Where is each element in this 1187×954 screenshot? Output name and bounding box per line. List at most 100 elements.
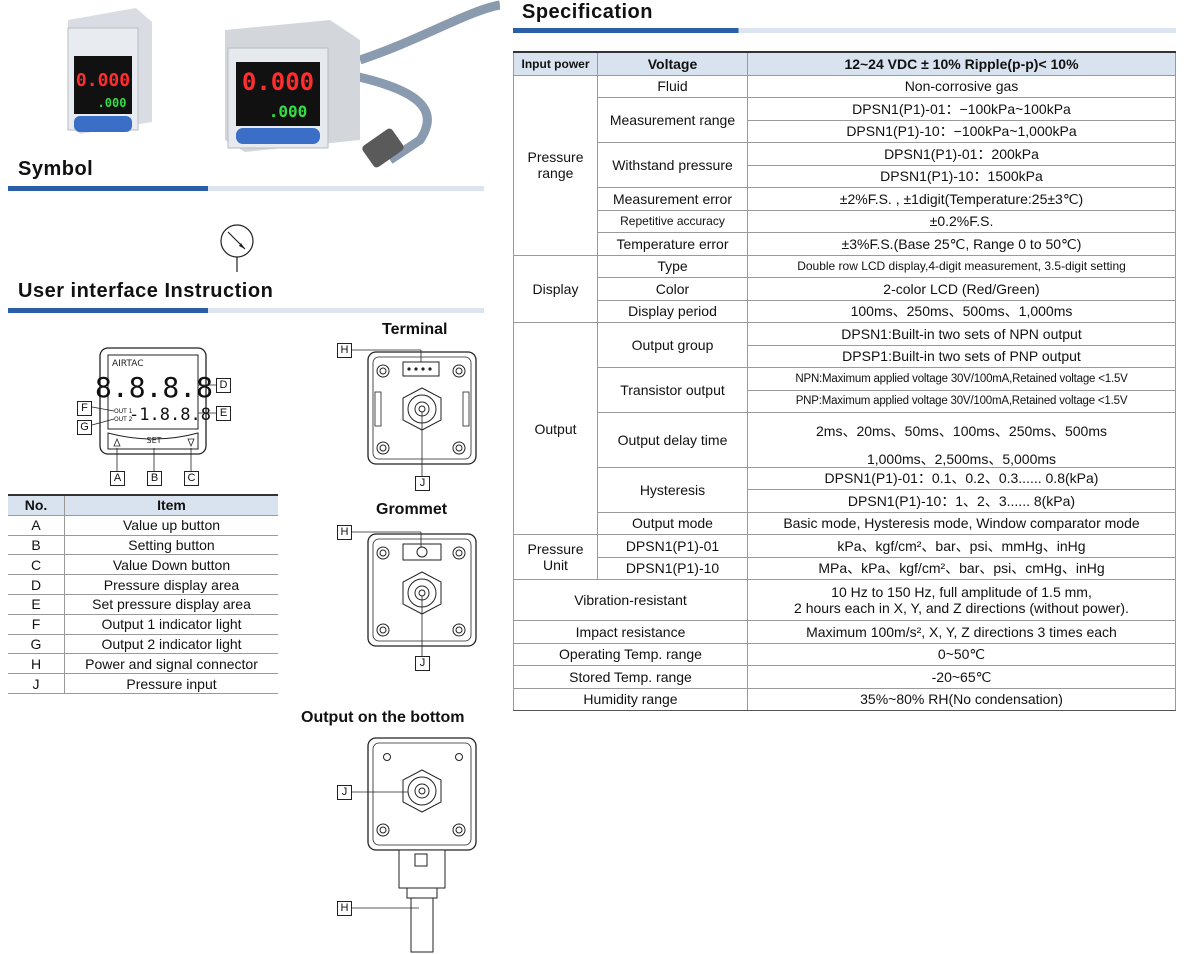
- spec-cell: Repetitive accuracy: [597, 209, 748, 233]
- spec-cell: Color: [597, 277, 748, 301]
- out1-label: OUT 1: [114, 408, 133, 415]
- spec-cell-pressure-range: Pressure range: [513, 74, 598, 256]
- spec-cell: Humidity range: [513, 687, 748, 711]
- spec-cell: DPSP1:Built-in two sets of PNP output: [747, 344, 1176, 368]
- row-no: G: [8, 634, 65, 655]
- bottom-callout-j: J: [337, 785, 352, 800]
- set-label: SET: [146, 436, 161, 445]
- grommet-label: Grommet: [376, 501, 448, 518]
- spec-cell: DPSN1(P1)-01：0.1、0.2、0.3...... 0.8(kPa): [747, 466, 1176, 490]
- red-readout-left: 0.000: [76, 70, 130, 91]
- row-no: H: [8, 653, 65, 675]
- vibration-line-1: 10 Hz to 150 Hz, full amplitude of 1.5 m…: [831, 584, 1092, 600]
- spec-cell: ±2%F.S. , ±1digit(Temperature:25±3℃): [747, 187, 1176, 211]
- spec-cell: Withstand pressure: [597, 142, 748, 188]
- product-photo: 0.000 .000 0.000 .000: [67, 0, 500, 168]
- spec-cell: 100ms、250ms、500ms、1,000ms: [747, 299, 1176, 323]
- row-no: B: [8, 535, 65, 556]
- spec-row: Display Type Double row LCD display,4-di…: [513, 254, 1176, 323]
- spec-cell: Type: [597, 254, 748, 278]
- spec-cell-output: Output: [513, 322, 598, 535]
- pressure-gauge-icon: [220, 224, 254, 272]
- spec-cell: Output group: [597, 322, 748, 368]
- spec-cell: 0~50℃: [747, 642, 1176, 666]
- brand-logo: AIRTAC: [112, 359, 144, 369]
- spec-cell: ±0.2%F.S.: [747, 209, 1176, 233]
- spec-cell: DPSN1(P1)-10：1、2、3...... 8(kPa): [747, 489, 1176, 513]
- spec-cell: Impact resistance: [513, 620, 748, 644]
- spec-row: Measurement error ±2%F.S. , ±1digit(Temp…: [514, 187, 1176, 211]
- spec-row: Impact resistance Maximum 100m/s², X, Y,…: [513, 620, 1176, 644]
- sensor-cable: [358, 0, 500, 65]
- spec-row: Repetitive accuracy ±0.2%F.S.: [514, 209, 1176, 233]
- spec-row-input-power: Input power Voltage 12~24 VDC ± 10% Ripp…: [513, 51, 1176, 76]
- row-item: Pressure display area: [64, 574, 278, 595]
- spec-cell: Non-corrosive gas: [747, 74, 1176, 98]
- terminal-callout-h: H: [337, 343, 352, 358]
- front-panel-diagram: AIRTAC 8.8.8.8 -1.8.8.8 OUT 1 OUT 2 SET: [91, 347, 216, 471]
- spec-row: Display period 100ms、250ms、500ms、1,000ms: [514, 299, 1176, 323]
- spec-row: Output mode Basic mode, Hysteresis mode,…: [514, 511, 1176, 535]
- spec-row: Humidity range 35%~80% RH(No condensatio…: [513, 687, 1176, 711]
- spec-row: Withstand pressure DPSN1(P1)-01：200kPa: [514, 142, 1176, 188]
- spec-row: Operating Temp. range 0~50℃: [513, 642, 1176, 666]
- red-readout-right: 0.000: [242, 68, 314, 96]
- spec-cell: Double row LCD display,4-digit measureme…: [747, 254, 1176, 278]
- spec-row: DPSN1(P1)-10：−100kPa~1,000kPa: [514, 119, 1176, 143]
- terminal-label: Terminal: [382, 321, 448, 338]
- spec-cell: NPN:Maximum applied voltage 30V/100mA,Re…: [747, 367, 1176, 391]
- spec-cell-voltage-val: 12~24 VDC ± 10% Ripple(p-p)< 10%: [747, 51, 1176, 76]
- callout-a: A: [110, 471, 125, 486]
- output-bottom-diagram: [352, 737, 477, 953]
- spec-cell: Operating Temp. range: [513, 642, 748, 666]
- spec-row: Measurement range DPSN1(P1)-01：−100kPa~1…: [514, 97, 1176, 143]
- spec-row: Transistor output NPN:Maximum applied vo…: [514, 367, 1176, 413]
- main-display-digits: 8.8.8.8: [95, 371, 213, 404]
- spec-cell: Measurement error: [597, 187, 748, 211]
- spec-cell: DPSN1(P1)-01: [597, 534, 748, 558]
- spec-cell: PNP:Maximum applied voltage 30V/100mA,Re…: [747, 389, 1176, 413]
- output-bottom-label: Output on the bottom: [301, 709, 465, 726]
- spec-cell: Fluid: [597, 74, 748, 98]
- terminal-diagram: [352, 349, 477, 477]
- spec-cell: DPSN1(P1)-10：1500kPa: [747, 164, 1176, 188]
- spec-cell: 2ms、20ms、50ms、100ms、250ms、500ms: [747, 412, 1176, 451]
- sensor-device-left: 0.000 .000: [67, 8, 152, 134]
- spec-cell: 1,000ms、2,500ms、5,000ms: [747, 450, 1176, 468]
- items-table-header: No. Item: [8, 493, 278, 516]
- spec-row: Output Output group DPSN1:Built-in two s…: [513, 322, 1176, 535]
- row-item: Setting button: [64, 535, 278, 556]
- spec-table: Input power Voltage 12~24 VDC ± 10% Ripp…: [513, 51, 1176, 711]
- callout-f: F: [77, 401, 92, 416]
- sensor-cable-lower: [349, 70, 432, 164]
- items-header-item: Item: [64, 493, 278, 516]
- spec-row: Output delay time 2ms、20ms、50ms、100ms、25…: [514, 412, 1176, 468]
- spec-cell-pressure-unit: Pressure Unit: [513, 534, 598, 580]
- out2-label: OUT 2: [114, 416, 133, 423]
- row-item: Output 1 indicator light: [64, 614, 278, 635]
- spec-cell: Temperature error: [597, 232, 748, 256]
- vibration-line-2: 2 hours each in X, Y, and Z directions (…: [794, 600, 1129, 616]
- spec-row: DPSN1(P1)-10 MPa、kPa、kgf/cm²、bar、psi、cmH…: [514, 556, 1176, 580]
- spec-row: Hysteresis DPSN1(P1)-01：0.1、0.2、0.3.....…: [514, 466, 1176, 513]
- spec-cell: Output delay time: [597, 412, 748, 468]
- spec-row: DPSN1(P1)-10：1500kPa: [514, 164, 1176, 188]
- grommet-callout-j: J: [415, 656, 430, 671]
- row-item: Value up button: [64, 515, 278, 536]
- symbol-title: Symbol: [18, 158, 94, 180]
- row-item: Set pressure display area: [64, 594, 278, 615]
- row-item: Value Down button: [64, 554, 278, 576]
- row-no: D: [8, 574, 65, 595]
- spec-cell: Measurement range: [597, 97, 748, 143]
- spec-cell: Display period: [597, 299, 748, 323]
- m12-connector: [362, 128, 404, 168]
- callout-c: C: [184, 471, 199, 486]
- up-arrow-icon: [113, 437, 121, 447]
